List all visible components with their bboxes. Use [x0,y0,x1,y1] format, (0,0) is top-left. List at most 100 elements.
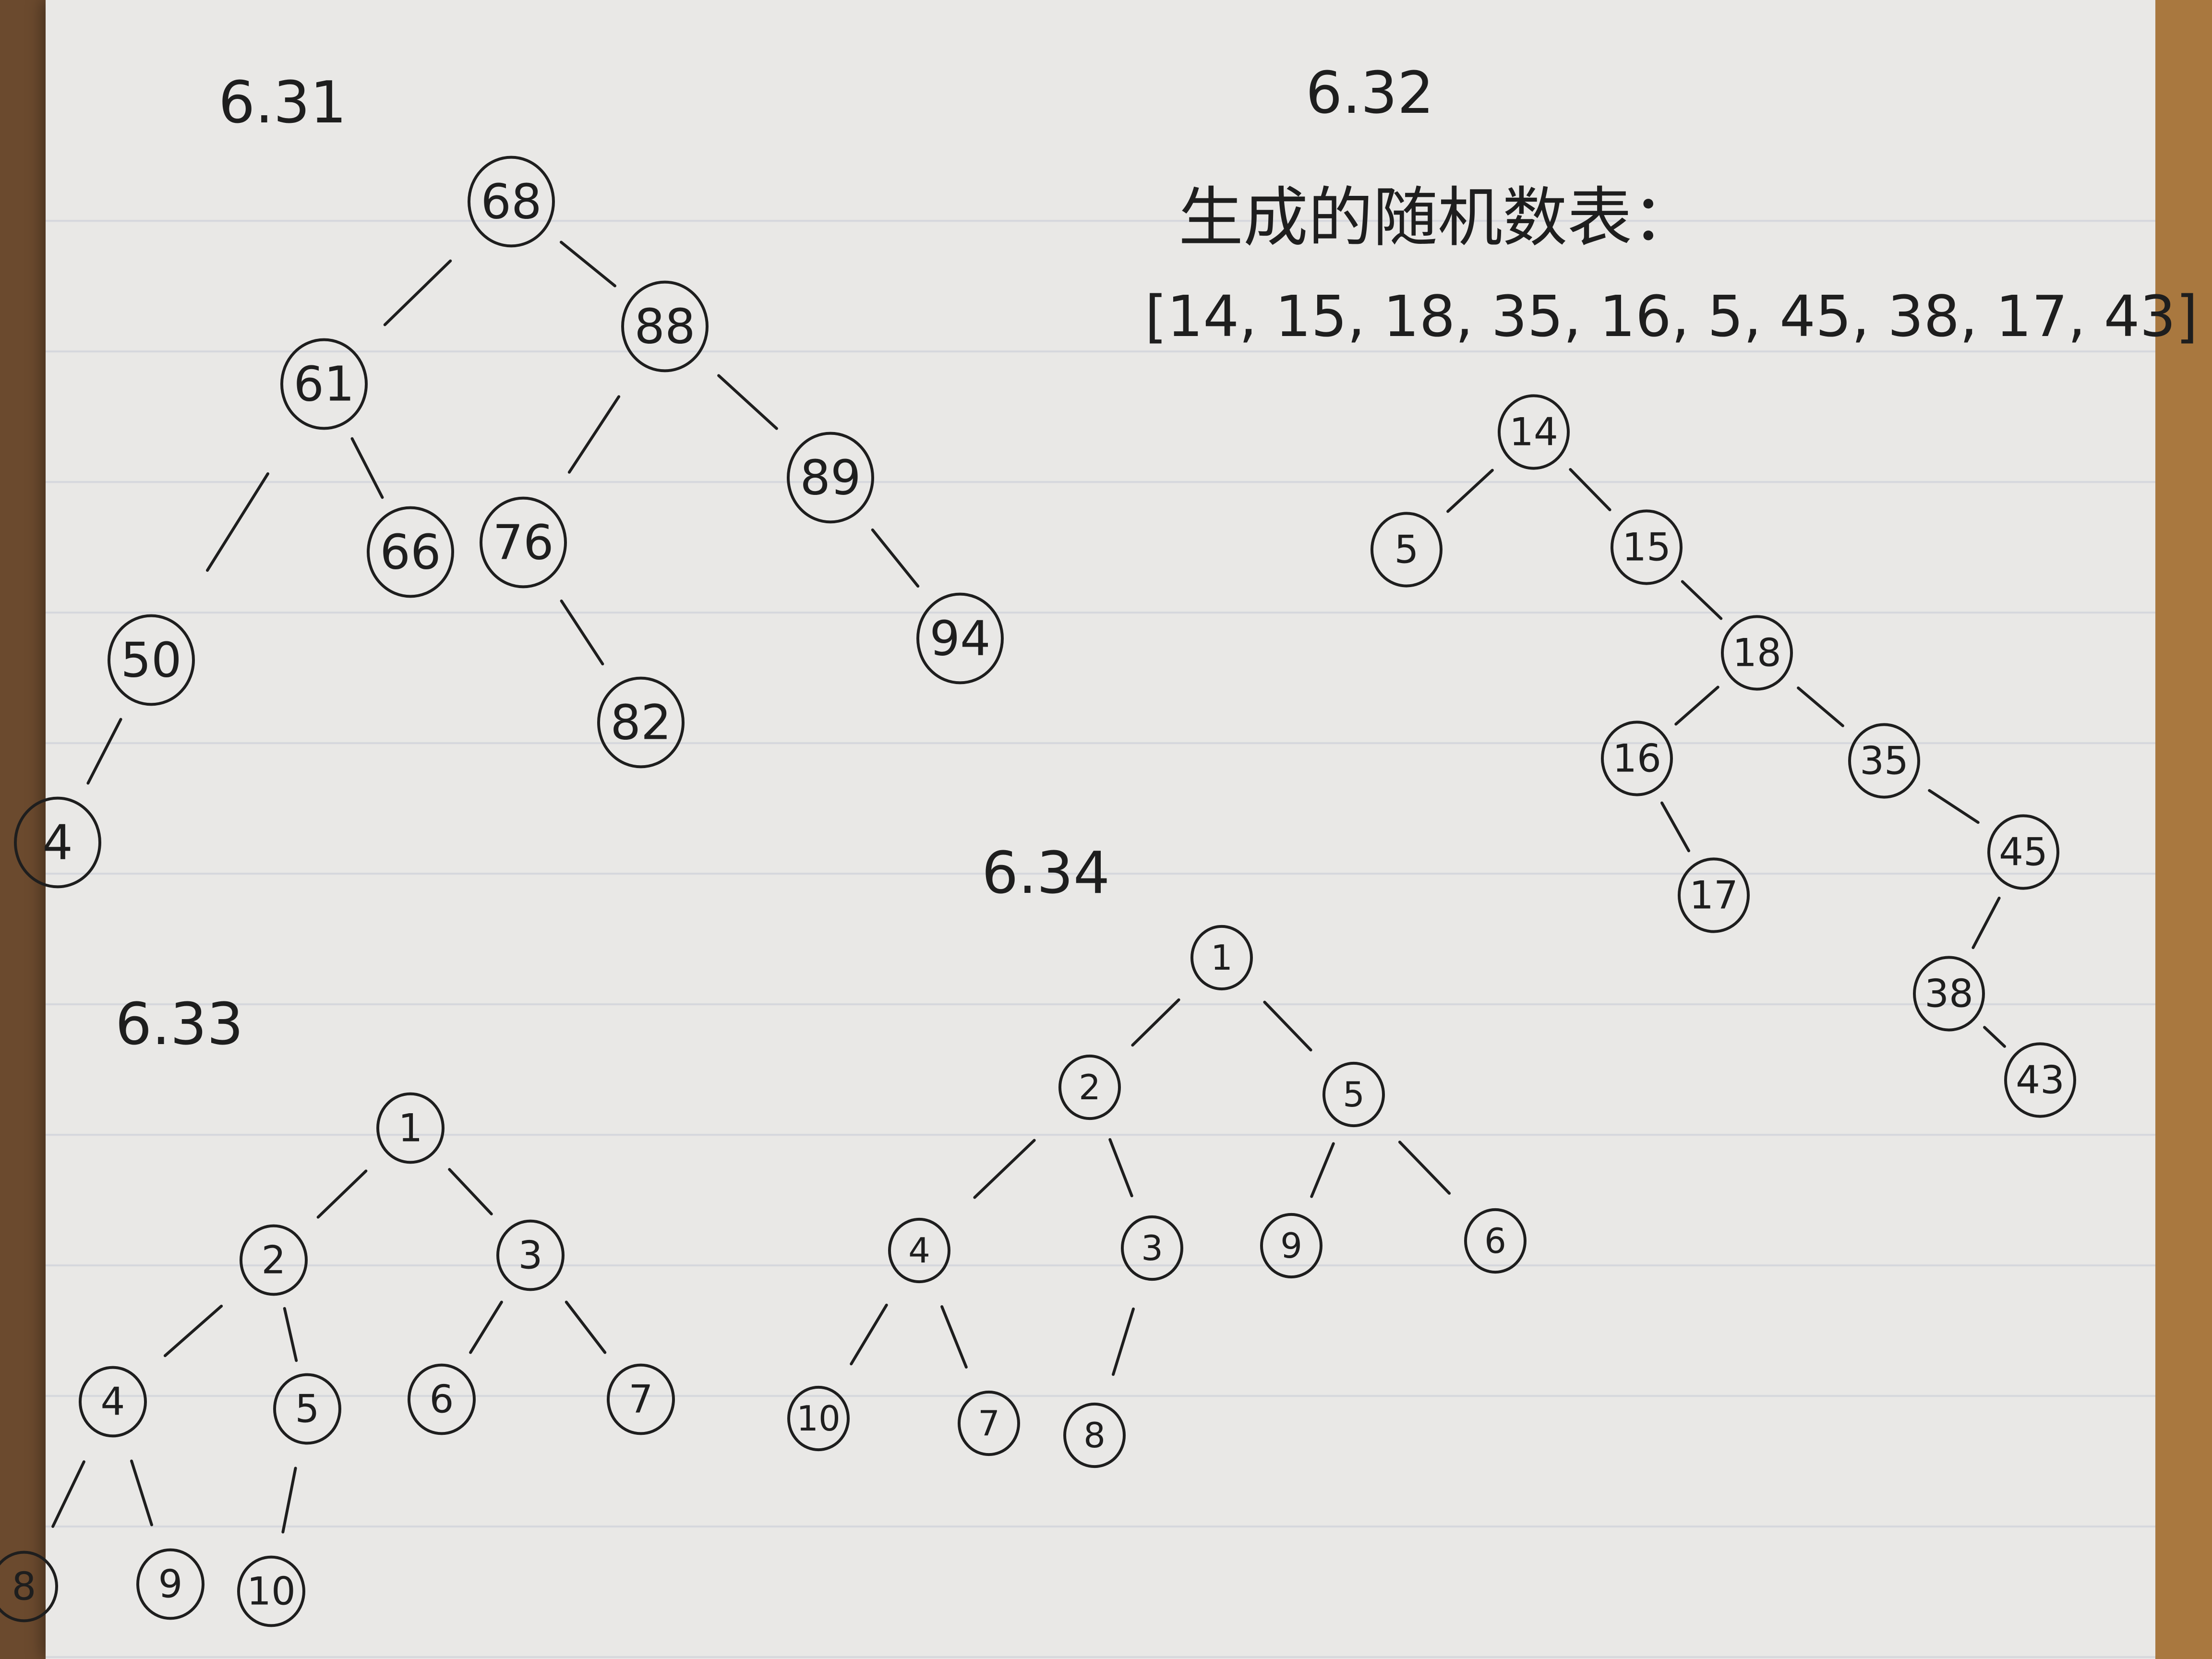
tree-node: 1 [376,1092,445,1164]
node-label: 3 [1141,1228,1163,1268]
node-circle [958,1390,1020,1456]
node-label: 5 [1395,528,1419,572]
tree-node: 10 [787,1385,850,1452]
tree-edge [350,437,384,499]
node-label: 66 [380,524,441,580]
tree-node: 10 [237,1555,305,1627]
node-label: 18 [1732,631,1781,675]
tree-edge [973,1139,1036,1199]
tree-node: 66 [367,506,454,598]
node-label: 9 [1280,1226,1302,1266]
tree-node: 18 [1721,615,1793,691]
tree-edge [565,1300,607,1354]
node-label: 5 [295,1387,320,1431]
node-circle [1611,509,1683,585]
node-label: 9 [158,1562,183,1607]
node-circle [1913,956,1985,1032]
tree-edge [560,599,604,666]
node-circle [2004,1042,2076,1118]
tree-edge [448,1168,493,1215]
node-circle [1260,1213,1322,1279]
tree-edge [383,259,452,326]
tree-node: 1 [1190,925,1253,991]
node-circle [787,432,874,524]
node-label: 16 [1612,736,1661,781]
node-circle [237,1555,305,1627]
node-circle [136,1548,204,1620]
node-circle [1121,1215,1183,1281]
node-circle [1190,925,1253,991]
node-label: 61 [293,356,354,412]
node-label: 15 [1622,525,1671,570]
tree-edge [163,1304,223,1358]
tree-node: 35 [1848,723,1920,799]
tree-edge [283,1307,298,1362]
tree-edge [871,528,920,588]
section-label-6-33: 6.33 [115,991,243,1058]
tree-edge [567,395,621,474]
tree-edge [1674,685,1719,726]
tree-node: 5 [1370,512,1443,588]
node-label: 68 [481,174,541,230]
tree-edge [1928,789,1980,824]
node-label: 10 [247,1569,296,1614]
node-label: 14 [1509,410,1558,455]
node-circle [108,614,195,706]
tree-node: 8 [0,1551,58,1623]
tree-edge [1108,1138,1133,1198]
tree-node: 9 [136,1548,204,1620]
tree-node: 7 [958,1390,1020,1456]
node-label: 4 [42,815,73,871]
node-label: 94 [929,611,990,667]
tree-node: 4 [14,796,101,889]
node-label: 50 [120,632,181,688]
tree-node: 76 [480,496,567,589]
node-label: 7 [978,1403,1000,1443]
node-label: 1 [1211,938,1233,978]
node-label: 17 [1689,873,1738,918]
tree-node: 14 [1498,394,1570,470]
tree-edge [850,1303,888,1366]
node-circle [273,1373,341,1445]
node-label: 4 [908,1230,930,1271]
node-circle [1498,394,1570,470]
node-circle [597,676,685,769]
tree-node: 50 [108,614,195,706]
node-circle [468,156,555,248]
node-circle [1464,1208,1527,1274]
tree-node: 5 [273,1373,341,1445]
node-label: 35 [1860,739,1909,783]
tree-node: 16 [1601,721,1673,796]
node-circle [367,506,454,598]
tree-node: 61 [280,338,368,430]
node-label: 6 [1484,1221,1506,1261]
tree-edge [1569,468,1611,511]
tree-node: 3 [496,1219,565,1291]
node-label: 5 [1343,1074,1365,1115]
random-table-heading: 生成的随机数表： [1178,180,1697,255]
node-circle [621,280,709,373]
node-label: 3 [518,1233,543,1278]
tree-node: 88 [621,280,709,373]
tree-node: 9 [1260,1213,1322,1279]
node-label: 8 [1083,1415,1106,1455]
node-label: 4 [101,1380,125,1424]
node-label: 6 [430,1377,454,1422]
tree-edge [1681,580,1723,620]
tree-edge [469,1300,503,1354]
tree-edge [281,1467,297,1534]
node-circle [1058,1054,1121,1120]
node-label: 10 [796,1398,841,1439]
node-circle [240,1224,308,1296]
node-circle [1721,615,1793,691]
tree-edge [1131,998,1180,1047]
node-label: 1 [398,1106,423,1151]
node-label: 2 [262,1238,286,1283]
node-circle [1848,723,1920,799]
node-circle [480,496,567,589]
node-circle [787,1385,850,1452]
notebook-paper [46,0,2155,1659]
tree-node: 6 [408,1363,476,1435]
